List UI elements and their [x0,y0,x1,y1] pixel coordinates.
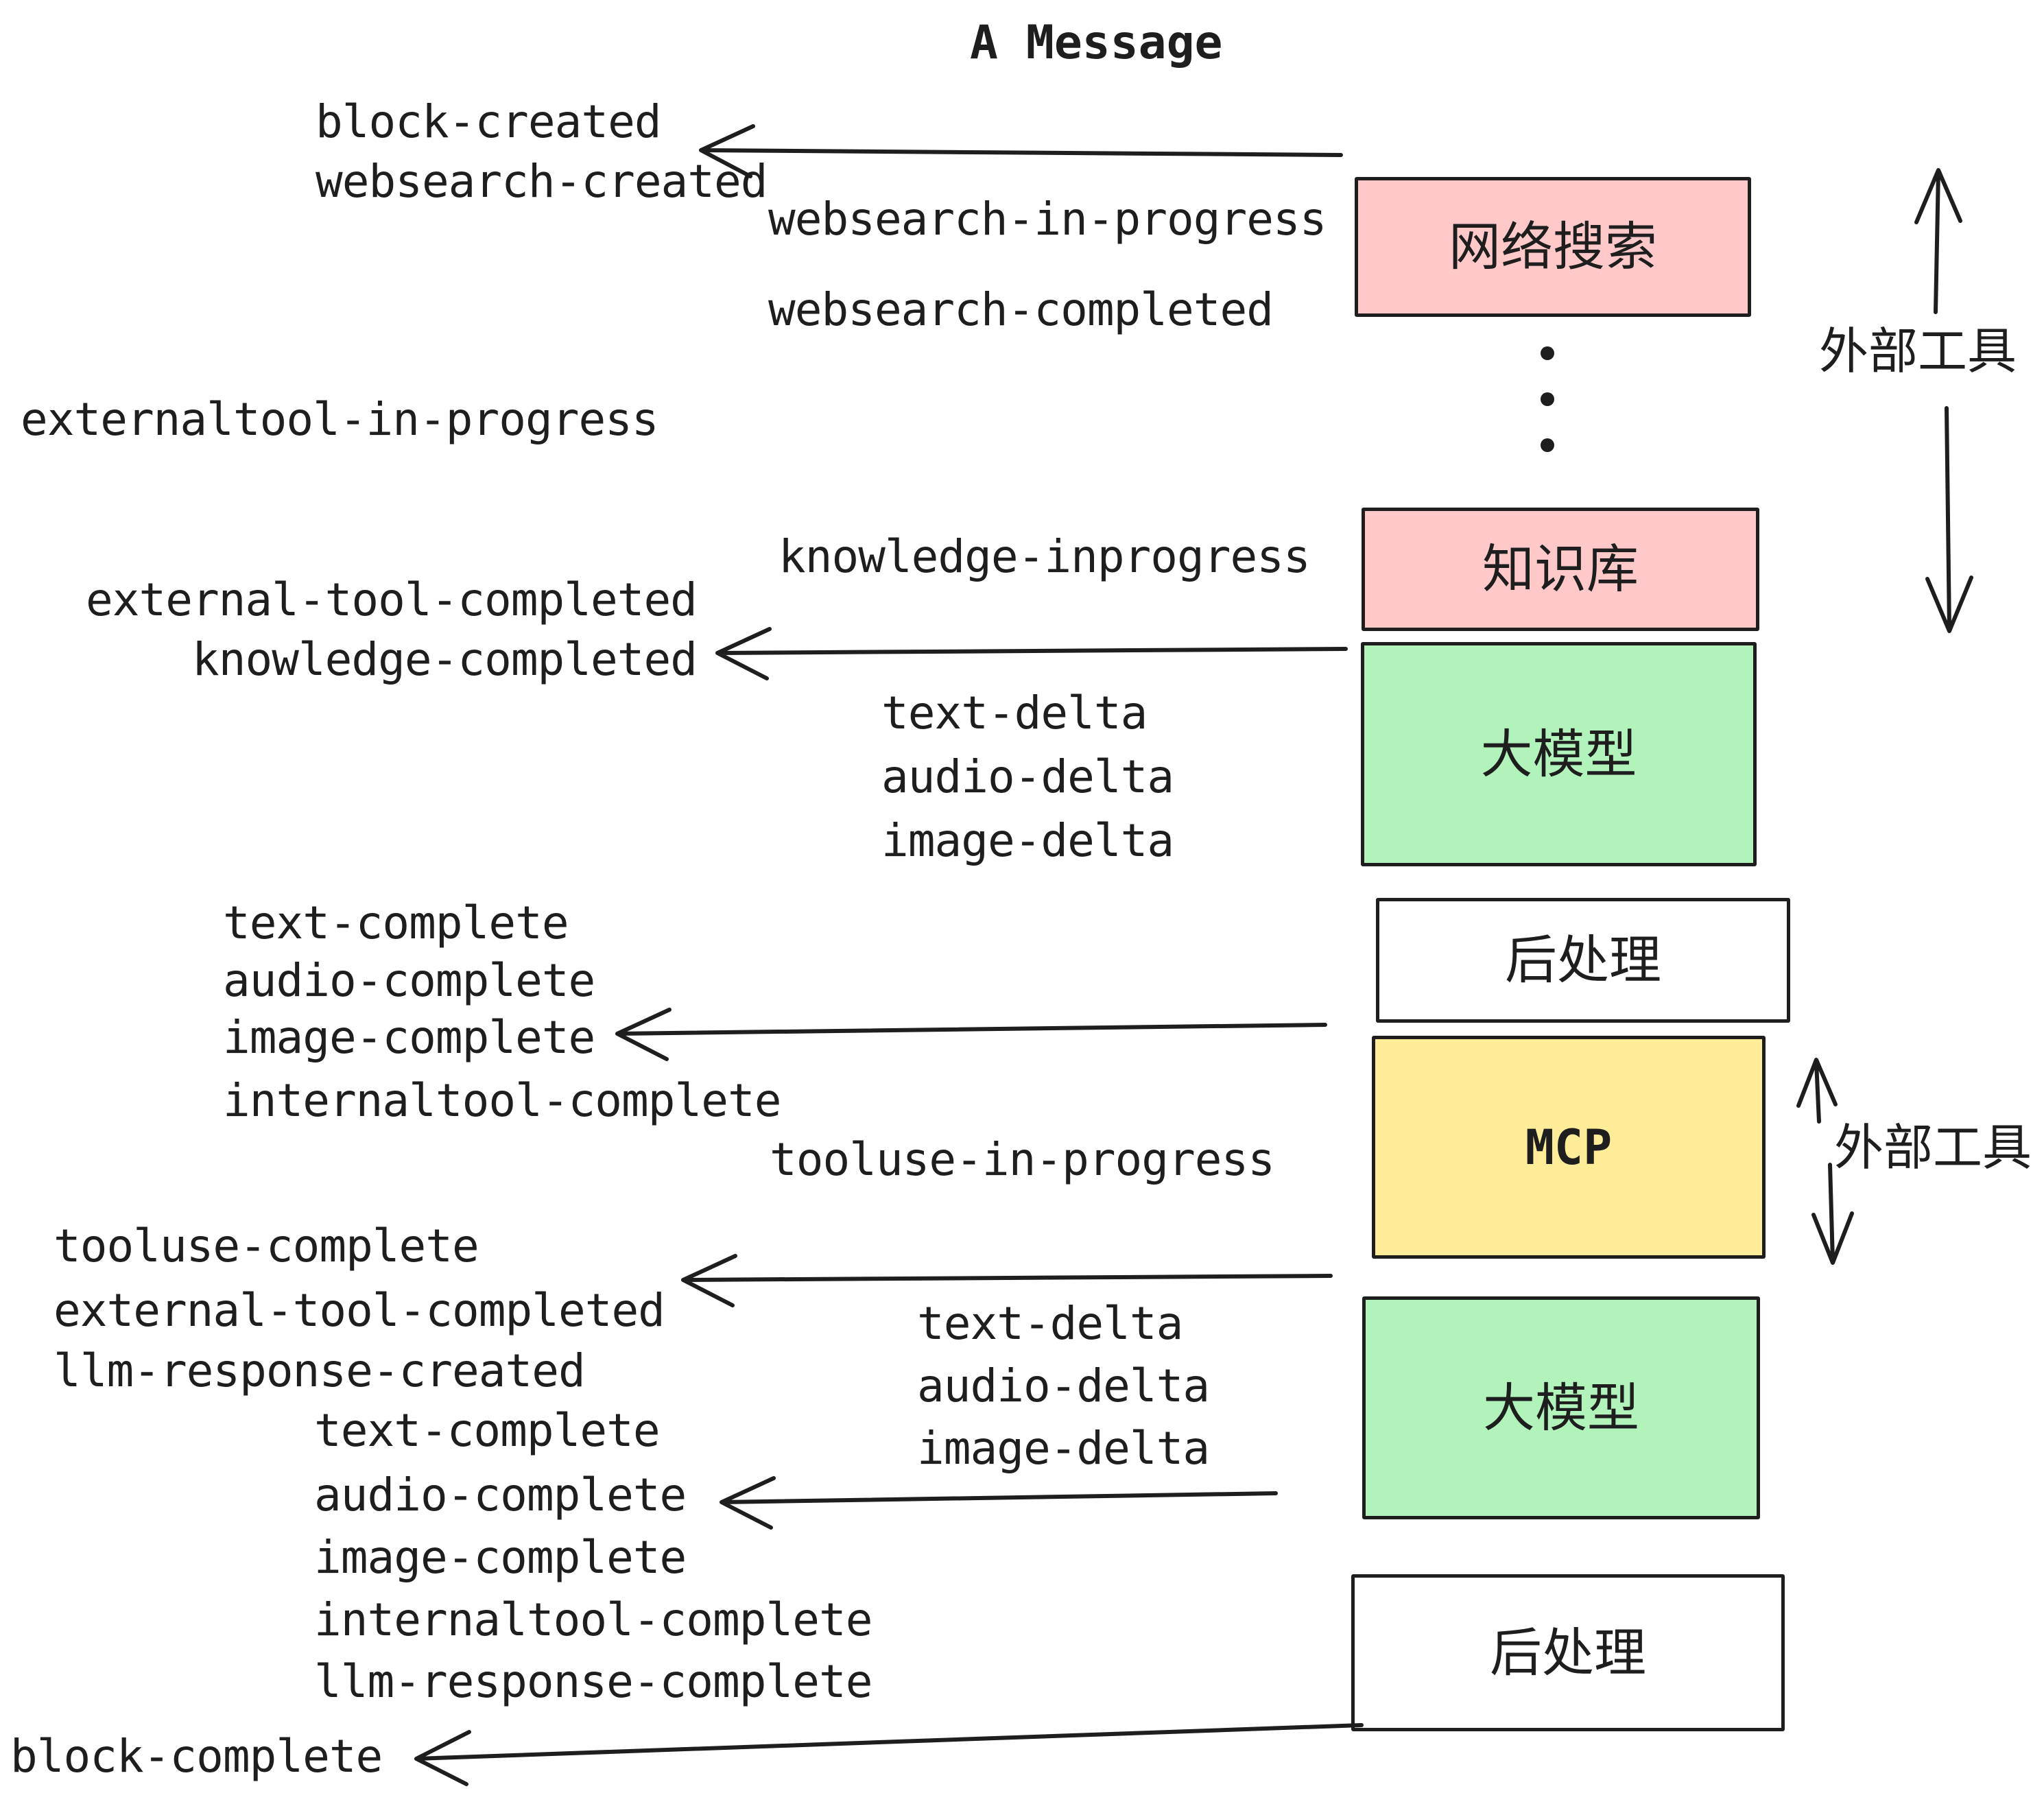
postprocess-box-2: 后处理 [1351,1574,1785,1731]
event-label-image-complete-2: image-complete [314,1531,687,1584]
arrow-tooluse-complete [681,1254,1333,1307]
event-label-audio-complete-1: audio-complete [223,954,595,1007]
event-label-websearch-created: websearch-created [316,155,768,208]
event-label-image-delta-1: image-delta [881,814,1174,867]
event-label-websearch-completed: websearch-completed [768,283,1274,336]
mcp-box-label: MCP [1525,1119,1613,1176]
event-label-text-complete-2: text-complete [314,1404,661,1457]
event-label-text-complete-1: text-complete [223,897,569,949]
double-arrow-external-tools-top-down [1925,406,1973,633]
postprocess-box-1-label: 后处理 [1505,929,1661,990]
event-label-internaltool-complete-2: internaltool-complete [314,1593,872,1646]
event-label-external-tool-completed-1: external-tool-completed [86,573,698,626]
knowledge-box-label: 知识库 [1482,538,1639,600]
llm-box-2: 大模型 [1362,1296,1760,1519]
arrow-knowledge-completed [715,627,1348,680]
llm-box-1-label: 大模型 [1480,723,1637,785]
event-label-knowledge-inprogress: knowledge-inprogress [779,530,1311,583]
mcp-box: MCP [1372,1036,1766,1259]
llm-box-2-label: 大模型 [1483,1377,1639,1438]
websearch-box: 网络搜索 [1355,177,1751,317]
event-label-knowledge-completed: knowledge-completed [192,633,698,686]
event-label-audio-delta-1: audio-delta [881,750,1174,803]
postprocess-box-2-label: 后处理 [1490,1622,1646,1683]
knowledge-box: 知识库 [1362,508,1759,631]
dot [1541,346,1554,360]
dot [1541,438,1554,452]
double-arrow-external-tools-top-up [1914,168,1962,314]
external-tools-label-top: 外部工具 [1819,322,2017,380]
event-label-internaltool-complete-1: internaltool-complete [223,1074,781,1127]
event-label-image-delta-2: image-delta [917,1422,1210,1475]
event-label-text-delta-2: text-delta [917,1297,1183,1350]
arrow-websearch-created [699,124,1343,178]
double-arrow-external-tools-mid-up [1796,1058,1838,1124]
event-label-websearch-in-progress: websearch-in-progress [768,193,1327,246]
external-tools-label-mid: 外部工具 [1834,1119,2032,1176]
event-label-tooluse-complete: tooluse-complete [54,1220,479,1272]
event-label-block-created: block-created [316,95,662,148]
double-arrow-external-tools-mid-down [1811,1163,1854,1265]
llm-box-1: 大模型 [1361,642,1757,866]
event-label-audio-delta-2: audio-delta [917,1360,1210,1412]
event-label-llm-response-complete: llm-response-complete [314,1655,872,1708]
arrow-llm2-complete [720,1476,1278,1530]
diagram-title: A Message [970,16,1223,70]
event-label-external-tool-completed-2: external-tool-completed [54,1284,665,1337]
event-label-tooluse-in-progress: tooluse-in-progress [770,1133,1275,1186]
arrow-block-complete [414,1723,1364,1786]
event-label-llm-response-created: llm-response-created [54,1344,586,1397]
dot [1541,392,1554,406]
event-label-externaltool-in-progress: externaltool-in-progress [21,393,659,446]
websearch-box-label: 网络搜索 [1449,216,1657,277]
arrow-internal-complete [615,1008,1327,1061]
event-label-block-complete: block-complete [10,1730,383,1783]
event-label-image-complete-1: image-complete [223,1011,595,1064]
postprocess-box-1: 后处理 [1376,898,1790,1023]
event-label-text-delta-1: text-delta [881,687,1148,739]
event-label-audio-complete-2: audio-complete [314,1469,687,1521]
